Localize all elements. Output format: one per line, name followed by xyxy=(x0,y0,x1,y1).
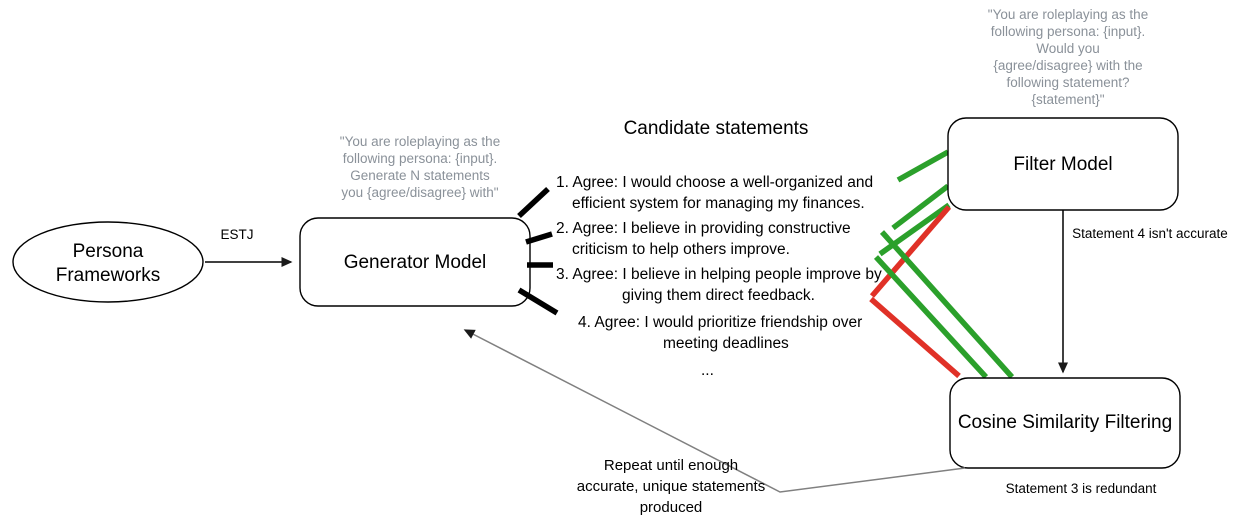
generator-model-box xyxy=(299,217,531,307)
node-persona-frameworks[interactable]: Persona Frameworks xyxy=(12,221,204,303)
cosine-filtering-box xyxy=(949,377,1181,469)
filter-prompt-line-3: Would you xyxy=(1036,41,1100,56)
persona-frameworks-label-line2: Frameworks xyxy=(56,265,161,286)
filter-prompt-line-6: {statement}" xyxy=(1031,92,1104,107)
cosine-filtering-caption: Statement 3 is redundant xyxy=(1006,481,1157,496)
filter-prompt-line-4: {agree/disagree} with the xyxy=(993,58,1142,73)
edge-label-estj: ESTJ xyxy=(220,227,253,242)
generator-prompt-line-1: "You are roleplaying as the xyxy=(340,134,500,149)
list-item-statement-1: 1. Agree: I would choose a well-organize… xyxy=(556,174,873,212)
cosine-filtering-label: Cosine Similarity Filtering xyxy=(958,412,1172,433)
filter-prompt-line-2: following persona: {input}. xyxy=(991,24,1146,39)
statement-1-line-2: efficient system for managing my finance… xyxy=(572,195,865,212)
spoke-statement-4 xyxy=(517,287,559,316)
spoke-statement-1 xyxy=(517,186,550,219)
filter-model-label: Filter Model xyxy=(1013,154,1112,175)
filter-prompt-line-5: following statement? xyxy=(1006,75,1129,90)
node-filter-model[interactable]: Filter Model xyxy=(947,117,1179,211)
persona-frameworks-ellipse xyxy=(12,221,204,303)
link-reject-4-to-cosine xyxy=(869,296,961,379)
generator-prompt-line-2: following persona: {input}. xyxy=(343,151,498,166)
statement-3-line-1: 3. Agree: I believe in helping people im… xyxy=(556,266,882,283)
statement-list-ellipsis: ... xyxy=(701,362,714,379)
list-item-statement-2: 2. Agree: I believe in providing constru… xyxy=(556,220,851,258)
statement-2-line-2: criticism to help others improve. xyxy=(572,241,790,258)
filter-prompt: "You are roleplaying as the following pe… xyxy=(988,7,1148,107)
link-accept-statement-1-to-filter xyxy=(896,149,950,183)
candidate-statement-list: 1. Agree: I would choose a well-organize… xyxy=(556,174,882,379)
link-accept-1-to-cosine xyxy=(879,230,1015,379)
filter-prompt-line-1: "You are roleplaying as the xyxy=(988,7,1148,22)
link-accept-2-to-cosine xyxy=(873,255,989,379)
edge-feedback-loop: Repeat until enough accurate, unique sta… xyxy=(463,329,966,516)
list-item-statement-3: 3. Agree: I believe in helping people im… xyxy=(556,266,882,304)
statement-1-line-1: 1. Agree: I would choose a well-organize… xyxy=(556,174,873,191)
edge-filter-to-cosine: Statement 4 isn't accurate xyxy=(1058,210,1228,374)
statement-4-line-1: 4. Agree: I would prioritize friendship … xyxy=(578,314,862,331)
filter-to-cosine-links xyxy=(869,230,1015,379)
generator-prompt-line-3: Generate N statements xyxy=(350,168,490,183)
spoke-statement-2 xyxy=(525,231,553,245)
feedback-loop-line-3: produced xyxy=(640,499,703,516)
statement-3-line-2: giving them direct feedback. xyxy=(622,287,815,304)
statement-2-line-1: 2. Agree: I believe in providing constru… xyxy=(556,220,851,237)
generator-model-label: Generator Model xyxy=(344,252,487,273)
link-reject-statement-4-to-filter xyxy=(869,205,952,298)
edge-persona-to-generator: ESTJ xyxy=(205,227,293,267)
feedback-loop-line-2: accurate, unique statements xyxy=(577,478,765,495)
list-item-statement-4: 4. Agree: I would prioritize friendship … xyxy=(578,314,862,352)
statement-4-line-2: meeting deadlines xyxy=(663,335,789,352)
generator-prompt: "You are roleplaying as the following pe… xyxy=(340,134,500,200)
candidate-statements-heading: Candidate statements xyxy=(624,118,809,139)
feedback-loop-arrow xyxy=(463,329,966,493)
persona-frameworks-label-line1: Persona xyxy=(73,241,144,262)
generator-output-spokes xyxy=(517,186,559,316)
generator-prompt-line-4: you {agree/disagree} with" xyxy=(341,185,498,200)
node-generator-model[interactable]: Generator Model xyxy=(299,217,531,307)
statement-to-filter-links xyxy=(869,149,952,298)
feedback-loop-line-1: Repeat until enough xyxy=(604,457,738,474)
edge-label-statement-4-not-accurate: Statement 4 isn't accurate xyxy=(1072,226,1228,241)
link-accept-statement-2-to-filter xyxy=(891,183,950,231)
node-cosine-filtering[interactable]: Cosine Similarity Filtering Statement 3 … xyxy=(949,377,1181,496)
